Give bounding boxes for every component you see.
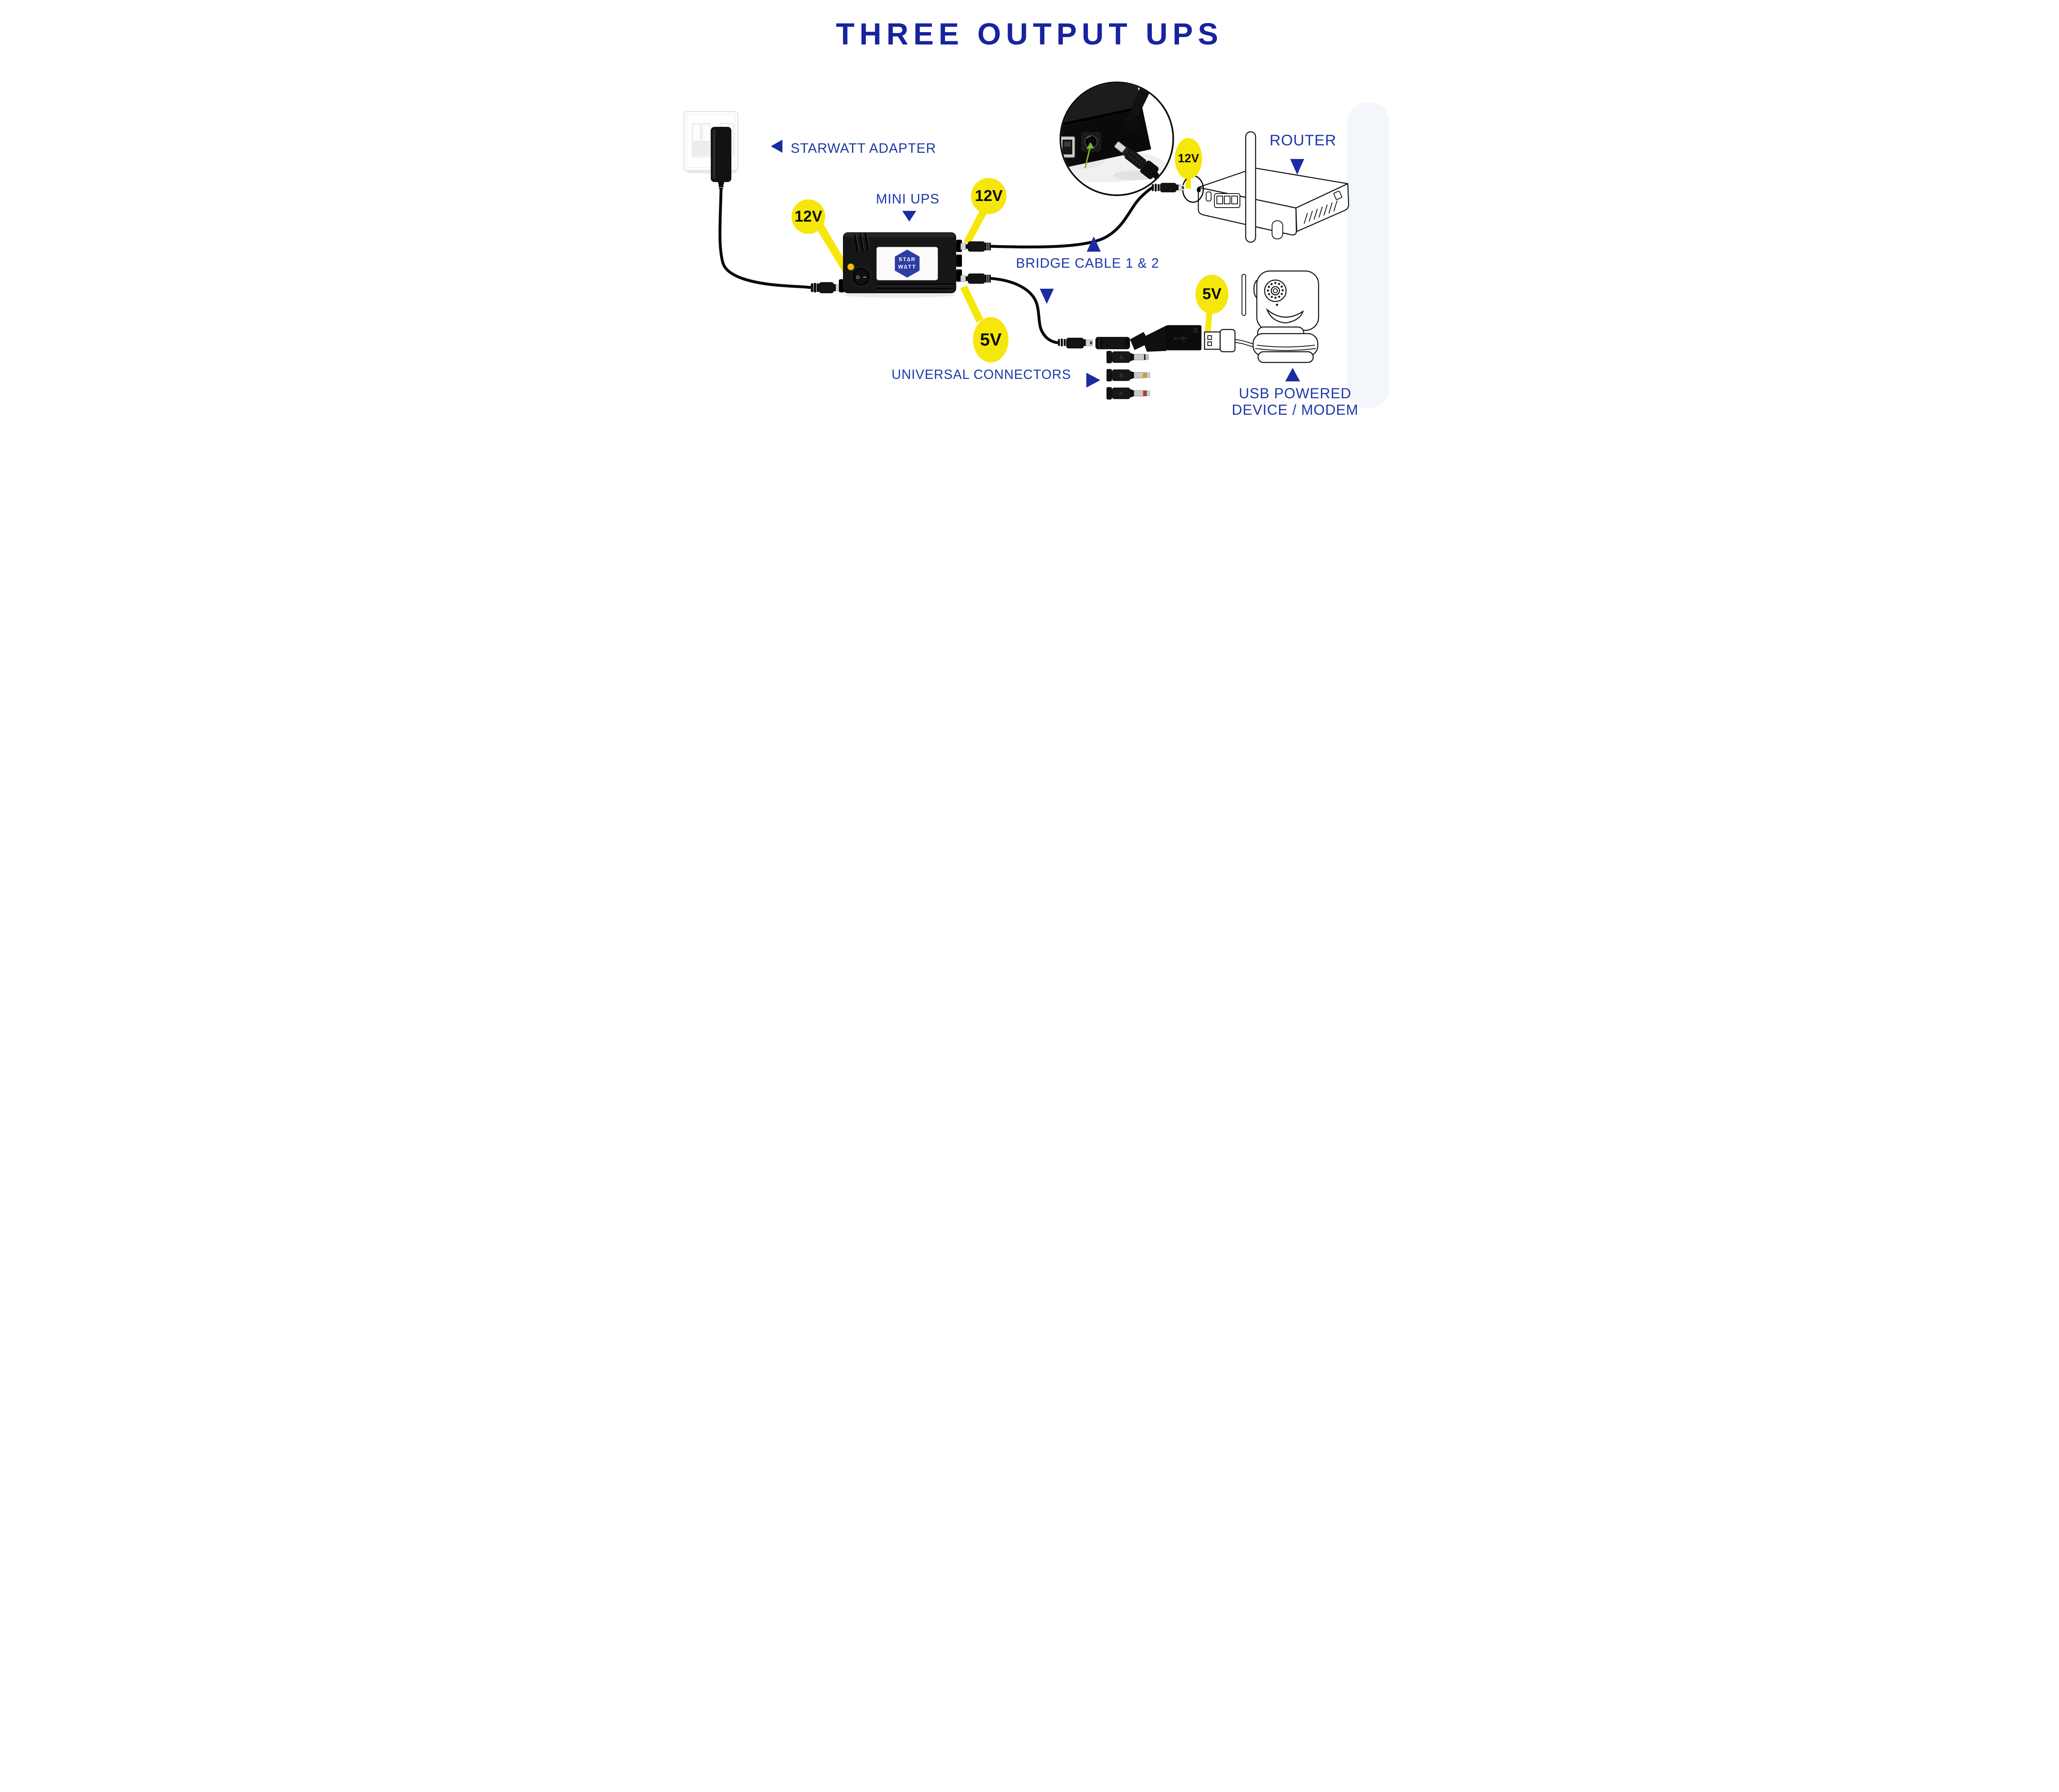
- label-usb-powered-line1: USB POWERED: [1239, 386, 1352, 402]
- usb-female-port: [1142, 325, 1202, 352]
- starwatt-hexagon-logo: [895, 250, 920, 278]
- label-universal-connectors: UNIVERSAL CONNECTORS: [892, 367, 1072, 382]
- badge-tail: [960, 285, 983, 322]
- camera-status-led: [1276, 304, 1278, 306]
- ups-led: [847, 263, 854, 271]
- power-adapter: [711, 127, 731, 189]
- inset-dc-plug: [1114, 141, 1168, 194]
- router-antenna: [1245, 131, 1256, 243]
- arrow-down-icon: [1040, 289, 1054, 304]
- arrow-up-icon: [1087, 236, 1101, 252]
- ups-output-ports: [956, 240, 962, 282]
- badge-12v-router-input: 12V: [1175, 138, 1202, 179]
- power-switch: O –: [851, 266, 871, 287]
- dc-plug-input: [811, 282, 841, 293]
- switch-off-symbol: O: [856, 275, 860, 280]
- badge-5v-usb: 5V: [1195, 275, 1228, 314]
- inset-usb-port: [1061, 136, 1075, 158]
- universal-connector-a: A: [1107, 351, 1149, 363]
- label-mini-ups: MINI UPS: [876, 191, 940, 206]
- dc-plug-12v-output: [960, 241, 991, 252]
- socket-switch: [692, 123, 701, 157]
- mini-ups-device: ST∆R W∆TT O –: [839, 232, 962, 298]
- brand-text-line1: ST∆R: [899, 256, 916, 262]
- camera-antenna: [1242, 274, 1246, 316]
- usb-male-plug: [1204, 329, 1236, 353]
- ups-ridges: [854, 232, 871, 252]
- dc-plug-5v-male: [1058, 338, 1093, 348]
- universal-connector-e: E: [1107, 369, 1150, 381]
- connector-letter: E: [1120, 372, 1123, 378]
- inset-antenna: [1123, 83, 1152, 132]
- universal-connector-h: H: [1107, 387, 1150, 400]
- label-bridge-cable: BRIDGE CABLE 1 & 2: [1016, 255, 1160, 271]
- dc-plug-5v-output: [960, 273, 991, 284]
- inset-artwork: [1061, 83, 1168, 194]
- label-starwatt-adapter: STARWATT ADAPTER: [791, 140, 936, 156]
- arrow-right-icon: [1086, 373, 1100, 388]
- background-wash: [1347, 103, 1389, 408]
- socket-switch: [702, 123, 711, 157]
- diagram-canvas: ST∆R W∆TT O –: [670, 0, 1389, 448]
- label-usb-powered-device: USB POWERED DEVICE / MODEM: [1229, 386, 1361, 418]
- inset-dc-jack: [1081, 131, 1102, 152]
- brand-text-line2: W∆TT: [898, 264, 916, 270]
- badge-12v-adapter: 12V: [791, 199, 825, 234]
- connector-band-e: [1143, 372, 1147, 378]
- connector-tip-a: [1145, 354, 1149, 360]
- badge-tail: [1205, 312, 1212, 332]
- cable-adapter: [718, 187, 812, 289]
- dc-coupler-female: [1095, 337, 1130, 349]
- page-title: THREE OUTPUT UPS: [836, 17, 1223, 51]
- router-illustration: [1198, 131, 1349, 243]
- router-port-inset: [1060, 82, 1174, 196]
- arrow-down-icon: [902, 211, 916, 222]
- router-dc-port-hole: [1197, 187, 1201, 192]
- connector-letter: A: [1119, 354, 1123, 360]
- switch-on-symbol: –: [863, 273, 866, 280]
- camera-illustration: [1242, 270, 1319, 363]
- arrow-up-icon: [1285, 368, 1300, 381]
- diagram-artwork: ST∆R W∆TT O –: [683, 103, 1389, 408]
- badge-5v-ups-output: 5V: [973, 317, 1008, 362]
- camera-smile-seam: [1266, 308, 1304, 324]
- arrow-left-icon: [771, 140, 782, 153]
- connector-letter: H: [1119, 390, 1123, 397]
- green-arrow-icon: [1084, 142, 1094, 168]
- label-usb-powered-line2: DEVICE / MODEM: [1232, 402, 1359, 418]
- connector-band-h: [1143, 390, 1147, 396]
- badge-12v-ups-output: 12V: [971, 178, 1006, 214]
- cable-bridge-1: [989, 186, 1154, 249]
- label-router: ROUTER: [1270, 132, 1337, 149]
- badge-tail: [964, 211, 987, 244]
- cable-bridge-2: [989, 277, 1060, 344]
- camera-ir-leds: [1267, 282, 1284, 299]
- arrow-down-icon: [1290, 159, 1304, 175]
